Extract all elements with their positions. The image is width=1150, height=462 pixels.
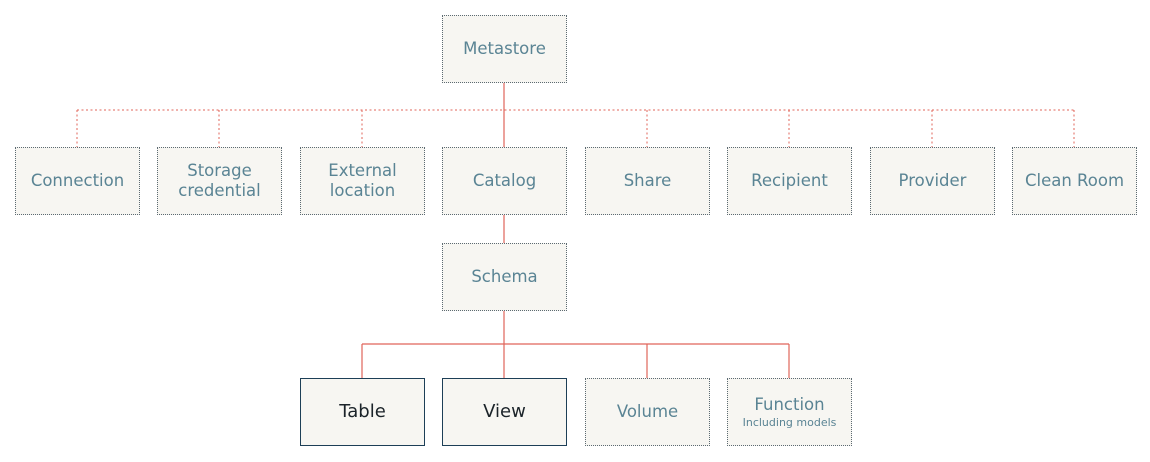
table-label: Table — [339, 401, 386, 422]
share-label: Share — [623, 171, 672, 190]
schema-node: Schema — [442, 243, 567, 311]
clean-room-node: Clean Room — [1012, 147, 1137, 215]
catalog-node: Catalog — [442, 147, 567, 215]
external-location-label-line2: location — [329, 181, 396, 200]
function-label: Function — [754, 394, 825, 414]
external-location-node: External location — [300, 147, 425, 215]
connection-label: Connection — [30, 171, 125, 190]
clean-room-label: Clean Room — [1024, 171, 1125, 190]
storage-credential-label-line1: Storage — [187, 161, 252, 180]
external-location-label-line1: External — [328, 161, 397, 180]
recipient-label: Recipient — [751, 171, 828, 190]
view-node: View — [442, 378, 567, 446]
schema-label: Schema — [471, 267, 538, 286]
provider-node: Provider — [870, 147, 995, 215]
volume-node: Volume — [585, 378, 710, 446]
function-sublabel: Including models — [742, 415, 837, 429]
storage-credential-label-line2: credential — [178, 181, 261, 200]
volume-label: Volume — [616, 402, 679, 421]
share-node: Share — [585, 147, 710, 215]
table-node: Table — [300, 378, 425, 446]
connection-node: Connection — [15, 147, 140, 215]
catalog-label: Catalog — [472, 171, 537, 190]
view-label: View — [483, 401, 526, 422]
recipient-node: Recipient — [727, 147, 852, 215]
provider-label: Provider — [898, 171, 967, 190]
function-node: Function Including models — [727, 378, 852, 446]
metastore-node: Metastore — [442, 15, 567, 83]
storage-credential-node: Storage credential — [157, 147, 282, 215]
metastore-label: Metastore — [463, 39, 546, 58]
